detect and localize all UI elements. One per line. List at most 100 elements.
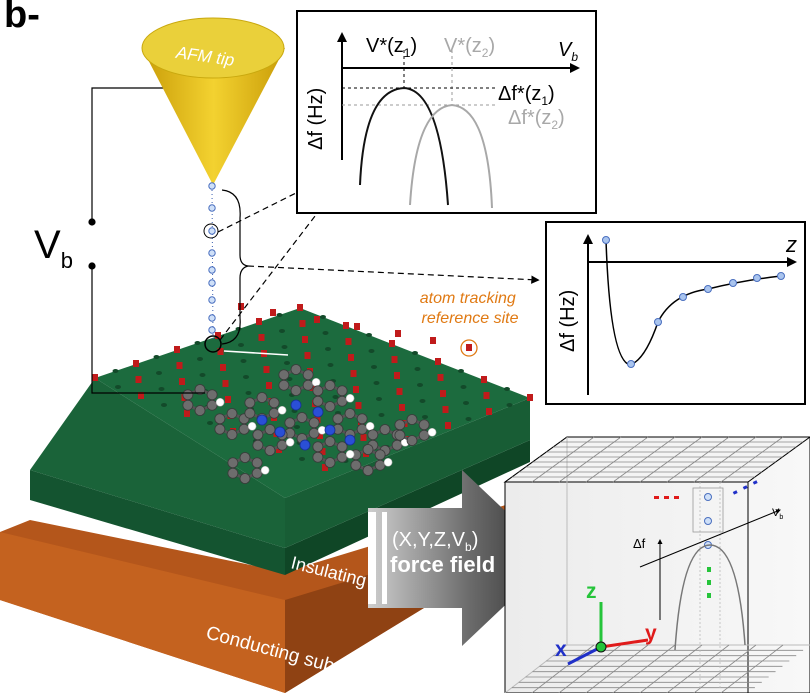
carbon-atom — [418, 419, 430, 431]
carbon-atom — [336, 395, 348, 407]
carbon-atom — [374, 449, 386, 461]
oxygen-atom — [314, 316, 320, 323]
oxygen-atom — [222, 380, 229, 387]
cube-axis-z: z — [586, 580, 597, 603]
carbon-atom — [394, 419, 406, 431]
nitrogen-atom — [312, 406, 324, 418]
oxygen-atom — [350, 370, 357, 377]
surface-site — [294, 425, 300, 429]
surface-site — [322, 331, 329, 335]
oxygen-atom — [442, 406, 449, 413]
oxygen-atom — [322, 464, 328, 471]
carbon-atom — [276, 439, 288, 451]
surface-site — [465, 417, 472, 421]
oxygen-atom — [92, 374, 98, 381]
carbon-atom — [256, 392, 268, 403]
carbon-atom — [308, 417, 320, 429]
top-plot: Δf (Hz) V*(z1) V*(z2) Vb Δf*(z1) Δf*(z2) — [296, 10, 597, 214]
cube-axis-y: y — [645, 622, 657, 645]
oxygen-atom — [238, 303, 244, 310]
hydrogen-atom — [345, 393, 355, 403]
bias-label: Vb — [34, 223, 73, 273]
oxygen-atom — [270, 309, 276, 316]
oxygen-atom — [263, 366, 270, 373]
carbon-atom — [206, 399, 218, 411]
carbon-atom — [406, 414, 418, 425]
carbon-atom — [336, 451, 348, 463]
afm-tip: AFM tip — [141, 17, 285, 185]
oxygen-atom — [527, 394, 533, 401]
oxygen-atom — [348, 354, 354, 361]
surface-site — [112, 369, 119, 373]
tip-position-point — [208, 182, 216, 190]
panel-label: b- — [4, 0, 40, 36]
surface-site — [279, 329, 285, 333]
tip-marker-lower — [204, 335, 222, 353]
carbon-atom — [290, 385, 302, 396]
hydrogen-atom — [277, 405, 287, 415]
oxygen-atom — [297, 304, 303, 311]
surface-site — [235, 327, 242, 331]
nitrogen-atom — [274, 426, 286, 438]
hydrogen-atom — [260, 465, 270, 475]
surface-site — [373, 381, 380, 385]
carbon-atom — [362, 444, 374, 455]
oxygen-atom — [302, 336, 308, 343]
surface-site — [197, 357, 203, 361]
nitrogen-atom — [299, 439, 311, 451]
leader-to-top-plot-2 — [219, 188, 337, 341]
oxygen-atom — [360, 434, 367, 441]
carbon-atom — [227, 457, 239, 469]
cube-curve — [674, 544, 746, 651]
oxygen-atom — [481, 376, 487, 383]
right-plot: Δf (Hz) z — [545, 221, 806, 405]
surface-site — [506, 403, 513, 407]
carbon-atom — [244, 407, 256, 419]
force-curve-point — [654, 318, 662, 326]
tip-position-point — [208, 249, 216, 257]
surface-site — [376, 397, 382, 401]
right-plot-x-label: z — [785, 232, 797, 257]
oxygen-atom — [343, 322, 349, 329]
oxygen-atom — [355, 402, 362, 409]
carbon-atom — [312, 451, 324, 463]
tip-marker-upper — [203, 223, 219, 239]
cube-green-dots — [707, 567, 711, 598]
oxygen-atom — [299, 320, 306, 327]
surface-site — [153, 355, 160, 359]
carbon-atom — [268, 407, 280, 419]
oxygen-atom — [483, 392, 490, 399]
nitrogen-atom — [256, 414, 268, 426]
carbon-atom — [324, 401, 336, 412]
surface-site — [327, 363, 334, 367]
surface-site — [332, 395, 339, 399]
hydrogen-atom — [247, 421, 257, 431]
carbon-atom — [308, 427, 320, 439]
force-curve-point — [679, 293, 687, 301]
surface-site — [320, 315, 326, 319]
cube-sample-point — [704, 493, 712, 501]
tip-position-point — [208, 266, 216, 274]
hydrogen-atom — [285, 437, 295, 447]
surface-site — [158, 387, 165, 391]
cube-blue-dots — [732, 480, 758, 495]
surface-site — [325, 347, 331, 351]
oxygen-atom — [389, 340, 395, 347]
label-v-star-z2: V*(z2) — [444, 35, 495, 60]
force-curve-point — [729, 279, 737, 287]
hydrogen-atom — [311, 377, 321, 387]
carbon-atom — [182, 399, 194, 411]
label-df-star-z1: Δf*(z1) — [498, 83, 555, 108]
tip-trajectory — [208, 182, 216, 341]
carbon-atom — [379, 424, 391, 435]
carbon-atom — [264, 445, 276, 456]
surface-site — [463, 401, 469, 405]
carbon-atom — [406, 435, 418, 446]
carbon-atom — [356, 413, 368, 425]
oxygen-atom — [345, 338, 352, 345]
surface-site — [245, 391, 252, 395]
surface-site — [417, 383, 423, 387]
force-curve-point — [704, 285, 712, 293]
oxygen-atom — [256, 318, 262, 325]
carbon-atom — [312, 395, 324, 407]
